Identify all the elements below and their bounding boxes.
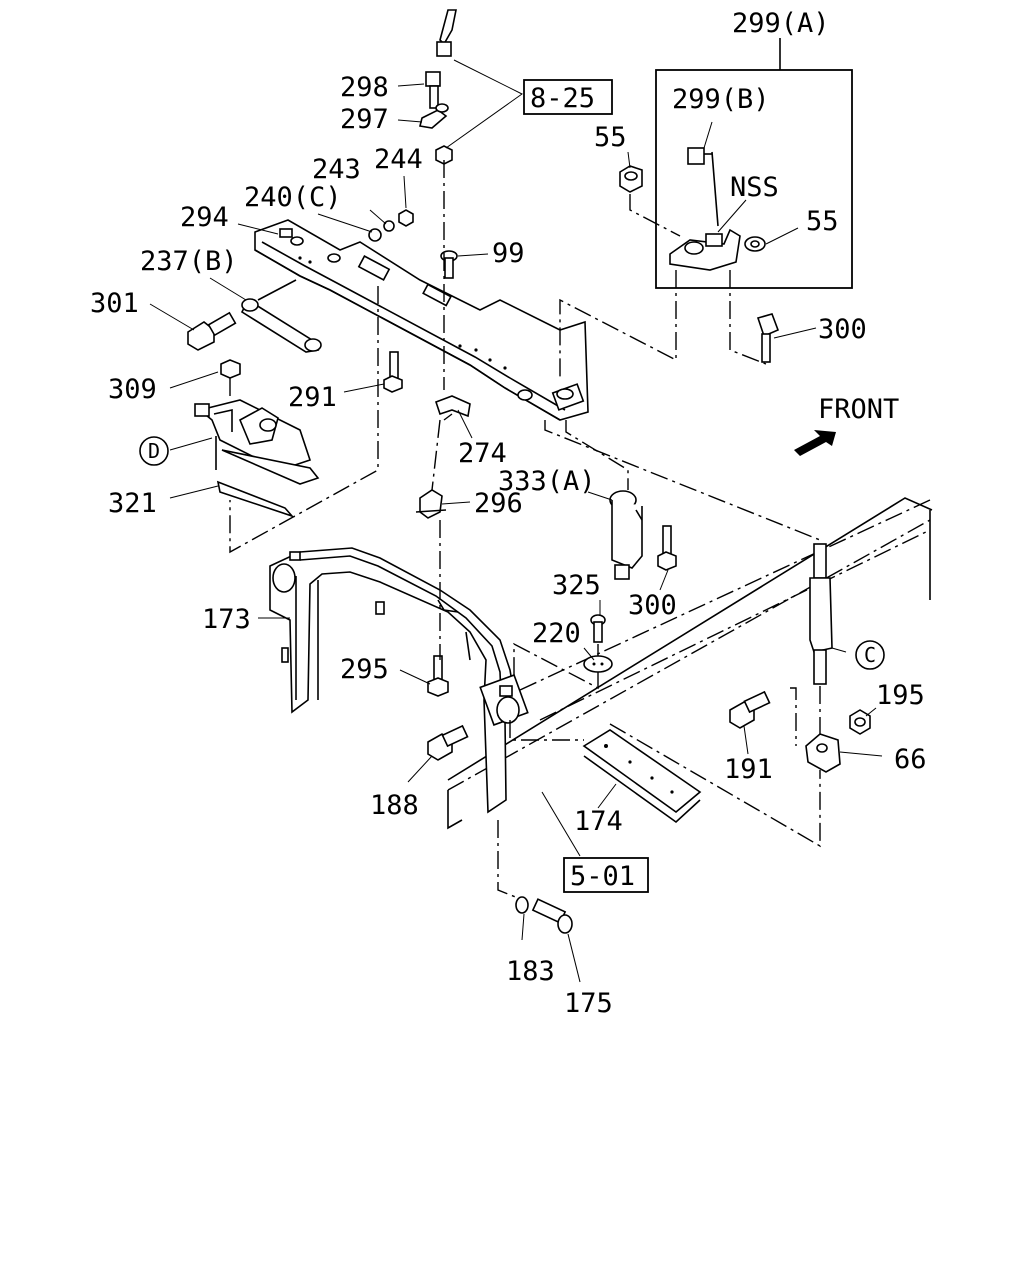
- label-nss: NSS: [730, 172, 779, 203]
- callout-c: C: [864, 643, 876, 667]
- label-191: 191: [724, 754, 773, 785]
- callout-c-circle: [855, 640, 885, 670]
- bolt-300-upper: [756, 313, 780, 363]
- label-66: 66: [894, 744, 927, 775]
- label-333a: 333(A): [498, 466, 596, 497]
- washer-183: [515, 896, 529, 914]
- label-174: 174: [574, 806, 623, 837]
- bolt-301: [187, 311, 237, 351]
- ref-box-8-25[interactable]: [523, 79, 613, 115]
- front-arrow-icon: [794, 430, 836, 456]
- label-296: 296: [474, 488, 523, 519]
- label-front: FRONT: [818, 394, 899, 425]
- bolt-stack-298: [419, 9, 457, 165]
- washers-240-243-244: [368, 209, 414, 242]
- label-220: 220: [532, 618, 581, 649]
- bolt-300-lower: [657, 525, 677, 571]
- label-325: 325: [552, 570, 601, 601]
- clip-296: [415, 489, 447, 519]
- ref-5-01[interactable]: 5-01: [570, 861, 635, 892]
- label-300-lower: 300: [628, 590, 677, 621]
- link-237b: [240, 279, 322, 353]
- label-295: 295: [340, 654, 389, 685]
- frame-173: [269, 547, 529, 814]
- ref-box-5-01[interactable]: [563, 857, 649, 893]
- bracket-299a-box: [655, 38, 853, 289]
- bracket-174: [582, 729, 702, 824]
- label-55-box: 55: [806, 206, 839, 237]
- bolt-188: [427, 724, 469, 761]
- label-99: 99: [492, 238, 525, 269]
- clip-274: [434, 395, 471, 418]
- nut-195: [849, 709, 871, 735]
- label-299a: 299(A): [732, 8, 830, 39]
- callout-d-circle: [139, 436, 169, 466]
- label-298: 298: [340, 72, 389, 103]
- label-175: 175: [564, 988, 613, 1019]
- bolt-175: [531, 898, 573, 934]
- label-274: 274: [458, 438, 507, 469]
- bolt-99: [440, 250, 458, 279]
- label-183: 183: [506, 956, 555, 987]
- label-240c: 240(C): [244, 182, 342, 213]
- label-291: 291: [288, 382, 337, 413]
- label-309: 309: [108, 374, 157, 405]
- bolt-291: [383, 351, 403, 393]
- label-299b: 299(B): [672, 84, 770, 115]
- label-297: 297: [340, 104, 389, 135]
- label-301: 301: [90, 288, 139, 319]
- label-173: 173: [202, 604, 251, 635]
- cross-member-294: [254, 219, 589, 421]
- nut-55: [619, 165, 643, 193]
- label-321: 321: [108, 488, 157, 519]
- label-300-upper: 300: [818, 314, 867, 345]
- label-237b: 237(B): [140, 246, 238, 277]
- label-244: 244: [374, 144, 423, 175]
- label-243: 243: [312, 154, 361, 185]
- label-188: 188: [370, 790, 419, 821]
- bolt-295: [427, 655, 449, 697]
- ref-8-25[interactable]: 8-25: [530, 83, 595, 114]
- bolt-191: [729, 690, 771, 729]
- label-195: 195: [876, 680, 925, 711]
- bolt-325-washer-220: [583, 614, 613, 673]
- label-294: 294: [180, 202, 229, 233]
- stud-c: [809, 543, 833, 685]
- leader-lines: [149, 59, 883, 983]
- actuator-d-assembly: [194, 359, 320, 518]
- label-55: 55: [594, 122, 627, 153]
- callout-d: D: [148, 439, 160, 463]
- sensor-333a: [609, 490, 643, 580]
- assembly-centerlines: [229, 160, 821, 899]
- bracket-66: [805, 733, 841, 773]
